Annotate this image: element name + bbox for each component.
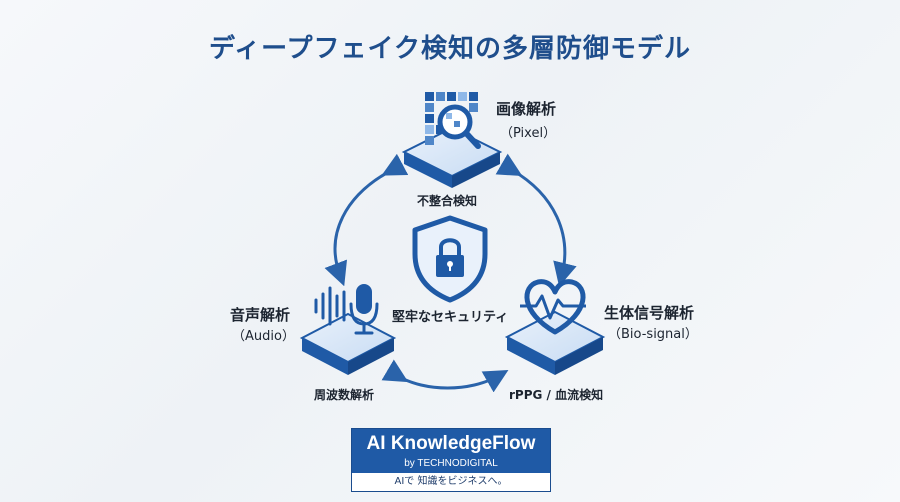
pixel-grid-magnifier-icon [425, 92, 481, 149]
logo-by-text: by TECHNODIGITAL [404, 458, 498, 469]
padlock-shield-icon [412, 215, 488, 303]
arrow-image-bio [495, 153, 577, 287]
platform-audio [299, 312, 397, 375]
page-title: ディープフェイク検知の多層防御モデル [208, 34, 692, 64]
microphone-waveform-icon [314, 284, 379, 335]
node-audio-caption: 周波数解析 [314, 388, 375, 402]
node-bio-caption: rPPG / 血流検知 [509, 388, 604, 402]
node-image-label: 画像解析 [496, 100, 557, 118]
heart-pulse-icon [520, 279, 586, 335]
node-audio-sub: （Audio） [232, 329, 295, 344]
node-bio-sub: （Bio-signal） [608, 327, 698, 342]
center-label: 堅牢なセキュリティ [392, 310, 509, 325]
brand-logo: AI KnowledgeFlow by TECHNODIGITAL AIで 知識… [351, 428, 551, 492]
node-audio-label: 音声解析 [230, 306, 291, 324]
platform-bio [504, 310, 606, 375]
node-image-sub: （Pixel） [500, 126, 557, 141]
node-image-caption: 不整合検知 [417, 194, 478, 208]
logo-tagline: AIで 知識をビジネスへ。 [352, 473, 550, 491]
logo-main-text: AI KnowledgeFlow [366, 433, 536, 454]
arrow-audio-bio [381, 359, 509, 393]
node-bio-label: 生体信号解析 [604, 304, 695, 322]
arrow-image-audio [324, 153, 409, 287]
cycle-arrows [324, 153, 577, 393]
